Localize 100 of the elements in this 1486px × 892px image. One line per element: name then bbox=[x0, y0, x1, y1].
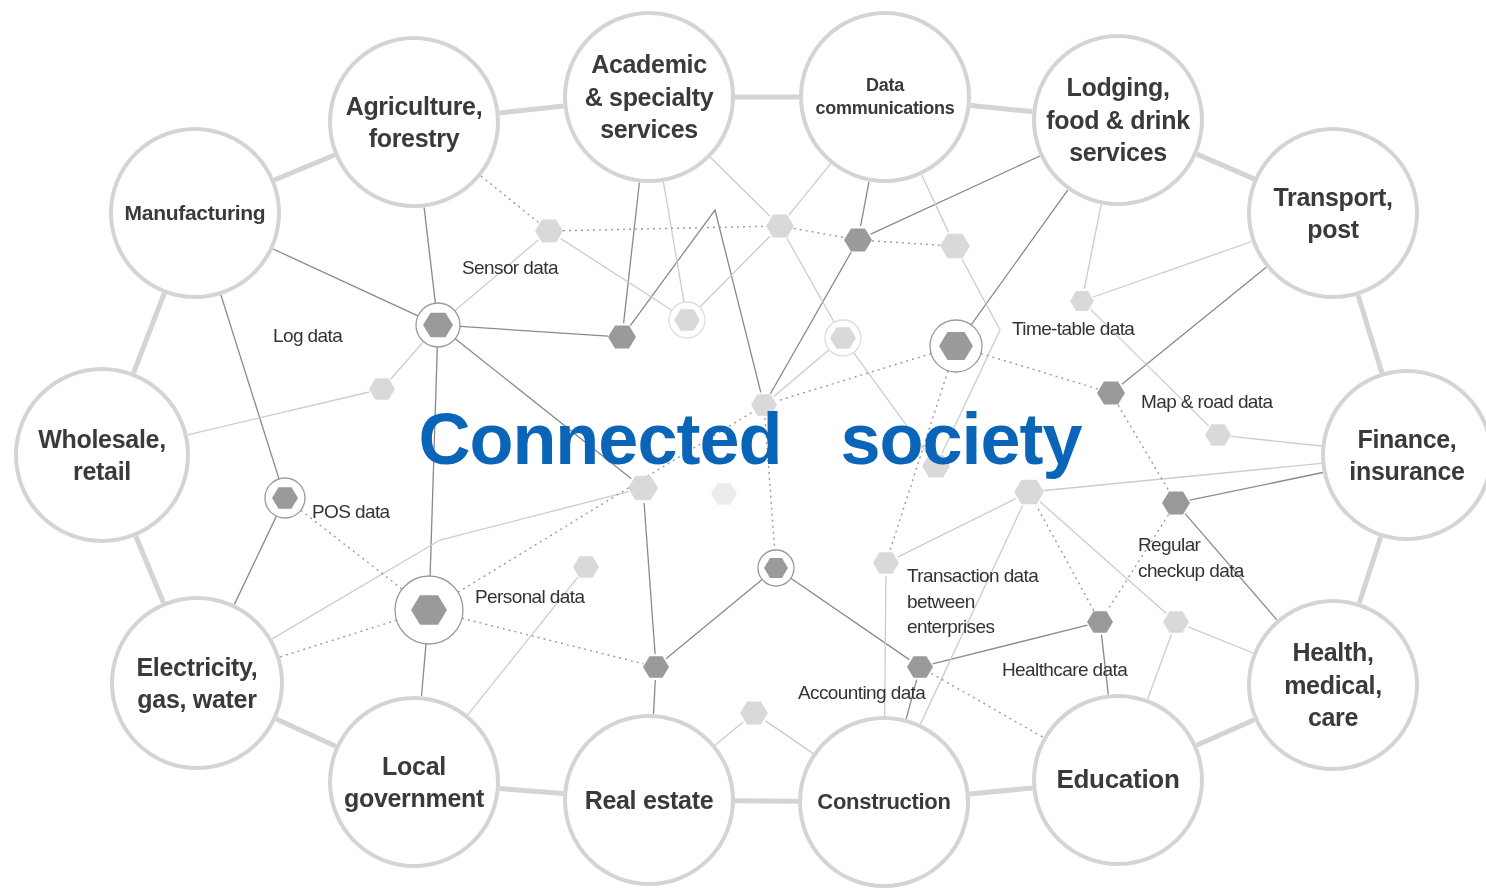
ring-connector bbox=[499, 786, 564, 796]
connector-line bbox=[764, 720, 814, 755]
sector-name: Construction bbox=[816, 787, 952, 816]
sector-name: Transport, post bbox=[1272, 181, 1394, 245]
hexagon-node bbox=[572, 553, 600, 581]
ring-connector bbox=[735, 94, 799, 100]
ring-connector bbox=[969, 785, 1033, 797]
connector-line bbox=[643, 502, 656, 655]
sector-name: Wholesale, retail bbox=[37, 423, 167, 487]
sector-name: Local government bbox=[342, 750, 486, 814]
ring-connector bbox=[1356, 536, 1384, 604]
connector-line bbox=[859, 180, 870, 227]
sector-name: Data communications bbox=[814, 73, 956, 120]
connector-line bbox=[769, 251, 852, 395]
ring-connector bbox=[1195, 151, 1256, 182]
sector-name: Agriculture, forestry bbox=[344, 90, 484, 154]
connector-line bbox=[870, 155, 1041, 235]
ring-connector bbox=[1195, 717, 1256, 748]
connector-line bbox=[884, 575, 887, 717]
connector-line bbox=[389, 340, 425, 380]
data-type-label: Time-table data bbox=[1012, 317, 1136, 341]
connector-line bbox=[271, 491, 630, 640]
connector-line bbox=[454, 239, 539, 312]
hexagon-node bbox=[1204, 421, 1232, 449]
connector-line bbox=[920, 174, 950, 234]
hexagon-node bbox=[1162, 608, 1190, 636]
connector-line bbox=[1117, 404, 1170, 492]
connector-line bbox=[1083, 203, 1102, 290]
connector-line bbox=[1121, 266, 1267, 385]
data-type-label: Map & road data bbox=[1141, 390, 1274, 414]
connector-line bbox=[871, 240, 941, 246]
connector-line bbox=[889, 370, 949, 552]
connector-line bbox=[905, 678, 918, 720]
ring-connector bbox=[131, 292, 167, 374]
data-type-label: Accounting data bbox=[798, 681, 927, 705]
connector-line bbox=[1100, 634, 1109, 696]
ring-connector bbox=[273, 152, 336, 183]
hexagon-node bbox=[642, 653, 670, 681]
connector-line bbox=[793, 227, 845, 239]
connector-line bbox=[788, 163, 832, 216]
connector-line bbox=[461, 617, 645, 665]
connector-line bbox=[941, 258, 1001, 454]
sector-name: Real estate bbox=[583, 784, 715, 816]
connector-line bbox=[919, 504, 1024, 725]
connector-line bbox=[467, 576, 579, 716]
connector-line bbox=[1187, 626, 1254, 654]
sector-name: Education bbox=[1055, 763, 1181, 797]
connector-line bbox=[233, 515, 278, 606]
connector-line bbox=[773, 348, 830, 398]
connector-line bbox=[1039, 501, 1167, 615]
connector-line bbox=[931, 624, 1089, 665]
ring-connector bbox=[1355, 294, 1385, 374]
connector-line bbox=[457, 411, 754, 593]
connector-line bbox=[852, 351, 929, 456]
connector-line bbox=[930, 672, 1044, 739]
connector-line bbox=[279, 619, 398, 658]
data-type-label: POS data bbox=[312, 500, 391, 524]
sector-name: Lodging, food & drink services bbox=[1045, 72, 1191, 169]
data-type-label: Transaction data between enterprises bbox=[907, 564, 1040, 640]
data-type-label: Sensor data bbox=[462, 256, 560, 280]
connector-line bbox=[1146, 633, 1173, 700]
ring-connector bbox=[499, 103, 564, 116]
sector-name: Manufacturing bbox=[123, 200, 267, 227]
connector-line bbox=[459, 325, 609, 337]
hexagon-node bbox=[1069, 288, 1095, 314]
sector-name: Electricity, gas, water bbox=[135, 651, 259, 715]
ring-connector bbox=[133, 535, 166, 604]
hexagon-node bbox=[1086, 608, 1114, 636]
connector-line bbox=[480, 175, 539, 223]
ring-connector bbox=[275, 716, 337, 749]
connector-line bbox=[560, 237, 673, 311]
connector-line bbox=[300, 509, 403, 590]
connector-line bbox=[629, 208, 762, 394]
data-type-label: Healthcare data bbox=[1002, 658, 1129, 682]
connector-line bbox=[662, 181, 685, 303]
connector-line bbox=[896, 498, 1017, 558]
sector-name: Finance, insurance bbox=[1348, 423, 1466, 487]
connector-line bbox=[1092, 240, 1253, 298]
connector-line bbox=[665, 578, 763, 660]
connector-line bbox=[272, 248, 419, 317]
sector-name: Health, medical, care bbox=[1283, 637, 1383, 734]
connector-line bbox=[709, 156, 771, 217]
connector-line bbox=[622, 181, 641, 324]
connector-line bbox=[790, 577, 910, 661]
connector-line bbox=[1230, 435, 1323, 447]
hexagon-node bbox=[368, 375, 396, 403]
connector-line bbox=[652, 679, 656, 715]
connector-line bbox=[429, 346, 438, 577]
connector-line bbox=[699, 235, 771, 308]
ring-connector bbox=[734, 798, 799, 804]
connector-line bbox=[970, 189, 1069, 326]
diagram-title: Connected society bbox=[417, 398, 1083, 480]
connector-line bbox=[786, 237, 835, 323]
connector-line bbox=[423, 206, 437, 304]
data-type-label: Personal data bbox=[475, 585, 586, 609]
connector-line bbox=[1106, 514, 1170, 612]
connector-line bbox=[420, 643, 427, 697]
connector-line bbox=[220, 294, 280, 480]
ring-connector bbox=[970, 102, 1033, 115]
hexagon-node bbox=[906, 653, 934, 681]
